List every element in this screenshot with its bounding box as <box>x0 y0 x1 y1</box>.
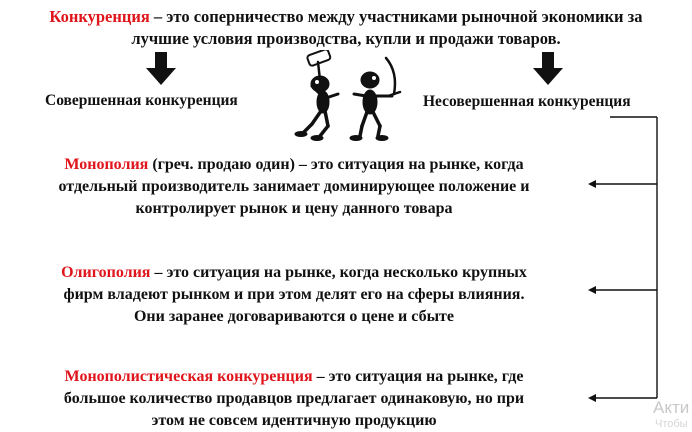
monopolistic-line-1-rest: – это ситуация на рынке, где <box>312 368 524 385</box>
definition-line-2: лучшие условия производства, купли и про… <box>131 29 561 48</box>
arrowhead-monopoly <box>588 180 596 188</box>
activation-watermark: Акти <box>653 398 690 417</box>
term-monopoly: Монополия <box>64 156 149 173</box>
arrowhead-monopolistic <box>588 394 596 402</box>
monopoly-line-3: контролирует рынок и цену данного товара <box>135 200 453 217</box>
down-arrow-left-icon <box>146 52 176 85</box>
definition-line-1: Конкуренция – это соперничество между уч… <box>0 6 692 28</box>
monopolistic-line-3: этом не совсем идентичную продукцию <box>151 412 437 429</box>
term-monopolistic-competition: Монополистическая конкуренция <box>64 368 313 385</box>
monopoly-line-2: отдельный производитель занимает доминир… <box>58 178 530 195</box>
oligopoly-line-2: фирм владеют рынком и при этом делят его… <box>63 286 525 303</box>
monopolistic-line-2: большое количество продавцов предлагает … <box>63 390 525 407</box>
definition-line-1-rest: – это соперничество между участниками ры… <box>149 7 643 26</box>
activation-watermark-subtext: Чтобы <box>655 418 688 430</box>
fighting-figures-icon <box>294 50 402 141</box>
perfect-competition-label: Совершенная конкуренция <box>45 92 238 109</box>
competition-definition: Конкуренция – это соперничество между уч… <box>0 6 692 50</box>
monopolistic-line-1: Монополистическая конкуренция – это ситу… <box>0 366 588 388</box>
monopoly-definition: Монополия (греч. продаю один) – это ситу… <box>0 154 588 220</box>
oligopoly-definition: Олигополия – это ситуация на рынке, когд… <box>0 262 588 328</box>
monopoly-line-1: Монополия (греч. продаю один) – это ситу… <box>0 154 588 176</box>
imperfect-competition-label: Несовершенная конкуренция <box>423 93 631 110</box>
monopolistic-competition-definition: Монополистическая конкуренция – это ситу… <box>0 366 588 432</box>
oligopoly-line-1: Олигополия – это ситуация на рынке, когд… <box>0 262 588 284</box>
down-arrow-right-icon <box>533 52 563 85</box>
oligopoly-line-3: Они заранее договариваются о цене и сбыт… <box>133 308 455 325</box>
oligopoly-line-1-rest: – это ситуация на рынке, когда несколько… <box>150 264 527 281</box>
monopoly-line-1-rest: (греч. продаю один) – это ситуация на ры… <box>148 156 524 173</box>
arrowhead-oligopoly <box>588 286 596 294</box>
term-competition: Конкуренция <box>49 7 150 26</box>
term-oligopoly: Олигополия <box>61 264 151 281</box>
